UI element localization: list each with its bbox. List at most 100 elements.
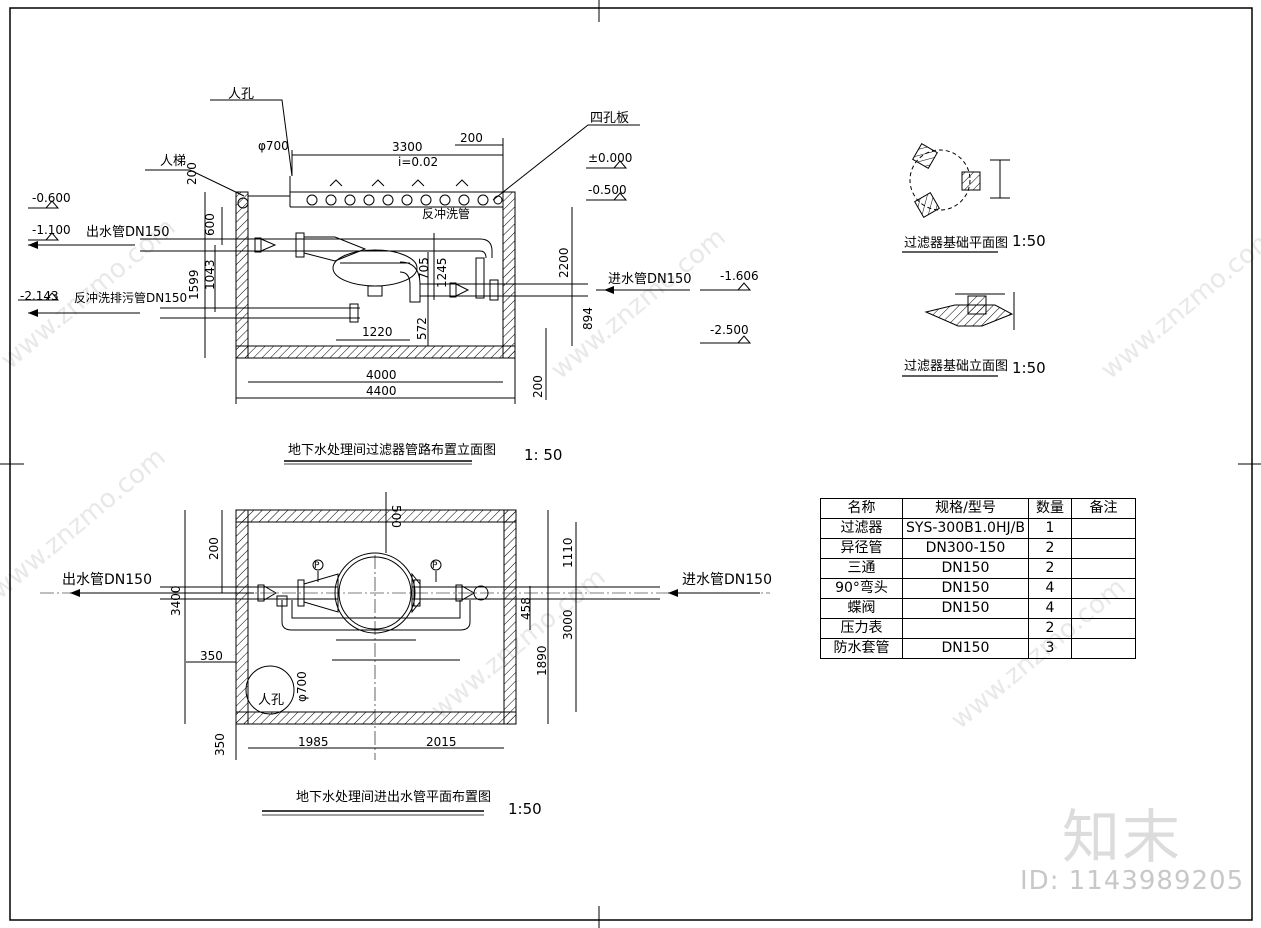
dim-label: 1220	[362, 325, 393, 339]
elevation-scale: 1: 50	[524, 446, 562, 464]
gauge-label: P	[314, 561, 320, 571]
table-header-row: 名称 规格/型号 数量 备注	[820, 498, 1136, 519]
table-cell: 90°弯头	[820, 578, 903, 599]
elevation-view	[18, 99, 752, 404]
table-cell: 异径管	[820, 538, 903, 559]
dim-label: 1245	[435, 257, 449, 288]
table-cell: 4	[1027, 578, 1072, 599]
table-cell: 1	[1027, 518, 1072, 539]
table-cell: DN300-150	[902, 538, 1029, 559]
brand-id: ID: 1143989205	[1020, 866, 1245, 896]
right-wall	[502, 191, 516, 359]
dim-label: 200	[207, 537, 221, 560]
plan-labels: 出水管DN150 进水管DN150 3400 200 350 350 500 1…	[62, 505, 772, 818]
plan-inlet-label: 进水管DN150	[682, 572, 772, 588]
table-cell	[1070, 598, 1136, 619]
elevation-labels: 人孔 人梯 200 φ700 3300 200 i=0.02 四孔板 ±0.00…	[20, 87, 759, 464]
dim-label: 572	[415, 317, 429, 340]
table-cell: 2	[1027, 558, 1072, 579]
elevation-label: -0.600	[32, 191, 71, 205]
elevation-label: -2.500	[710, 323, 749, 337]
drawing-border	[9, 7, 1253, 921]
inlet-pipe-label: 进水管DN150	[608, 272, 692, 287]
gauge-label: P	[432, 561, 438, 571]
elevation-label: -0.500	[588, 183, 627, 197]
dim-label: 500	[389, 505, 403, 528]
dim-label: φ700	[295, 671, 309, 702]
table-row: 过滤器 SYS-300B1.0HJ/B 1	[820, 518, 1136, 539]
table-header-cell: 名称	[820, 498, 903, 519]
base-elevation-title: 过滤器基础立面图	[904, 359, 1008, 374]
elevation-label: -2.143	[20, 289, 59, 303]
dim-label: 4400	[366, 384, 397, 398]
backwash-drain-label: 反冲洗排污管DN150	[74, 290, 187, 305]
left-wall	[235, 191, 249, 359]
table-cell: 压力表	[820, 618, 903, 639]
table-row: 异径管 DN300-150 2	[820, 538, 1136, 559]
manhole-plan-label: 人孔	[258, 693, 284, 708]
dim-label: 200	[185, 162, 199, 185]
dim-label: 458	[519, 597, 533, 620]
table-cell	[1070, 558, 1136, 579]
dim-label: 600	[203, 213, 217, 236]
table-header-cell: 规格/型号	[902, 498, 1029, 519]
backwash-pipe-label: 反冲洗管	[422, 206, 470, 221]
four-hole-plate-label: 四孔板	[590, 111, 629, 126]
dim-label: 3300	[392, 140, 423, 154]
table-cell	[1070, 638, 1136, 659]
table-row: 三通 DN150 2	[820, 558, 1136, 579]
ladder-label: 人梯	[160, 154, 186, 169]
slope-label: i=0.02	[398, 155, 438, 169]
brand-logo: 知末	[1062, 803, 1183, 871]
table-cell: 2	[1027, 618, 1072, 639]
plan-view	[40, 492, 770, 760]
table-cell: 三通	[820, 558, 903, 579]
base-elevation-scale: 1:50	[1012, 359, 1046, 377]
elevation-label: -1.606	[720, 269, 759, 283]
table-cell: DN150	[902, 558, 1029, 579]
plan-outlet-label: 出水管DN150	[62, 572, 152, 588]
manhole-label: 人孔	[228, 87, 254, 102]
plan-scale: 1:50	[508, 800, 542, 818]
table-row: 防水套管 DN150 3	[820, 638, 1136, 659]
table-cell: DN150	[902, 598, 1029, 619]
table-cell: 3	[1027, 638, 1072, 659]
table-cell	[902, 618, 1029, 639]
dim-label: 1890	[535, 645, 549, 676]
dim-label: 894	[581, 307, 595, 330]
table-cell: 4	[1027, 598, 1072, 619]
dim-label: 350	[213, 733, 227, 756]
materials-table: 名称 规格/型号 数量 备注 过滤器 SYS-300B1.0HJ/B 1 异径管…	[820, 498, 1136, 659]
elevation-label: -1.100	[32, 223, 71, 237]
dim-label: 705	[417, 257, 431, 280]
dim-label: 3400	[169, 585, 183, 616]
roof-holes	[306, 194, 503, 206]
filter-base-elevation	[924, 292, 1015, 330]
dim-label: 3000	[561, 609, 575, 640]
dim-label: 2015	[426, 735, 457, 749]
outlet-pipe-label: 出水管DN150	[86, 225, 170, 240]
table-header-cell: 备注	[1070, 498, 1136, 519]
table-cell	[1070, 538, 1136, 559]
dim-label: 4000	[366, 368, 397, 382]
table-cell	[1070, 518, 1136, 539]
dim-label: 1985	[298, 735, 329, 749]
watermark-text: www.znzmo.com	[1095, 222, 1261, 385]
table-cell: DN150	[902, 638, 1029, 659]
dim-label: 200	[460, 131, 483, 145]
table-cell: SYS-300B1.0HJ/B	[902, 518, 1029, 539]
base-plan-title: 过滤器基础平面图	[904, 236, 1008, 251]
table-cell: 蝶阀	[820, 598, 903, 619]
table-row: 压力表 2	[820, 618, 1136, 639]
watermark-text: www.znzmo.com	[545, 222, 731, 385]
table-header-cell: 数量	[1027, 498, 1072, 519]
dim-label: 2200	[557, 247, 571, 278]
elevation-title: 地下水处理间过滤器管路布置立面图	[288, 442, 496, 458]
plan-title: 地下水处理间进出水管平面布置图	[296, 790, 491, 805]
dim-label: φ700	[258, 139, 289, 153]
base-plan-scale: 1:50	[1012, 232, 1046, 250]
floor-slab	[235, 345, 516, 359]
dim-label: 1110	[561, 537, 575, 568]
table-cell	[1070, 618, 1136, 639]
